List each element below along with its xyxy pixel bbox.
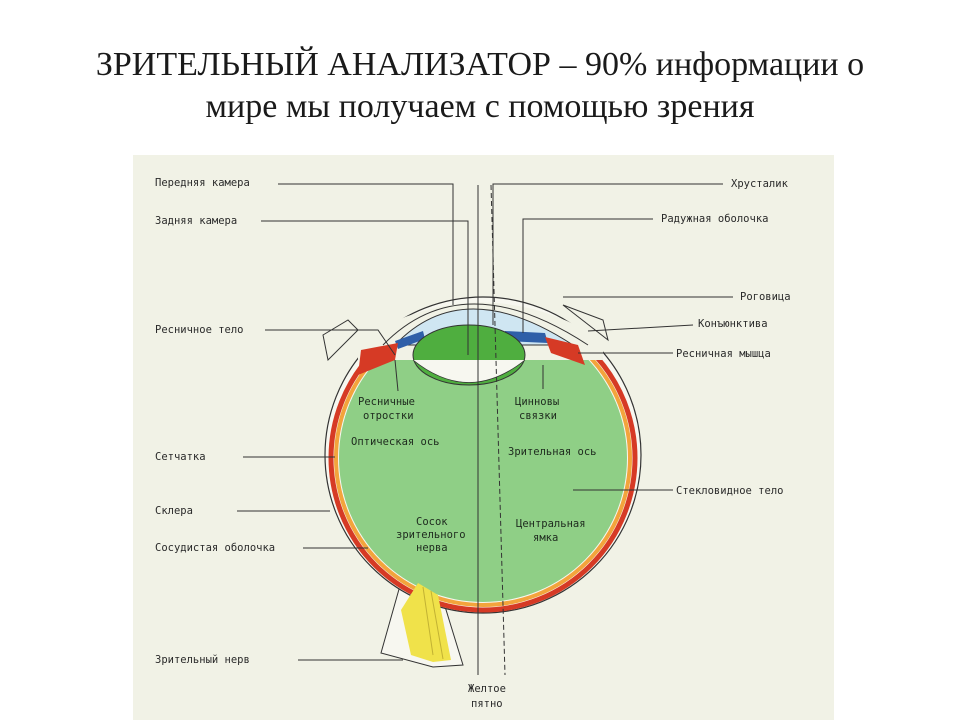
cornea-outer xyxy=(382,303,589,346)
label-zadnyaya-kamera: Задняя камера xyxy=(155,215,237,227)
ciliary-body-right xyxy=(545,337,585,365)
label-sosudistaya: Сосудистая оболочка xyxy=(155,542,275,554)
label-tsinnovy-1: Цинновы xyxy=(515,396,559,408)
leader-khrustalik xyxy=(492,183,723,325)
label-khrustalik: Хрусталик xyxy=(731,178,789,190)
slide-title: ЗРИТЕЛЬНЫЙ АНАЛИЗАТОР – 90% информации о… xyxy=(40,44,920,128)
label-zheltoe-2: пятно xyxy=(471,698,503,710)
optic-nerve xyxy=(401,583,451,662)
leader-perednyaya-kamera xyxy=(278,183,454,305)
leader-konyunktiva xyxy=(587,324,694,332)
label-yamka-2: ямка xyxy=(533,532,558,544)
label-zritelnaya-os: Зрительная ось xyxy=(508,446,597,458)
label-resnichnye-2: отростки xyxy=(363,410,414,422)
posterior-chamber xyxy=(412,359,526,383)
eye-diagram: Передняя камера Задняя камера Ресничное … xyxy=(133,155,834,720)
leader-resnichnye xyxy=(394,359,399,392)
ciliary-body-left xyxy=(358,343,398,375)
label-resnichnaya-myshtsa: Ресничная мышца xyxy=(676,348,771,360)
label-raduzhnaya: Радужная оболочка xyxy=(661,213,768,225)
label-zheltoe-1: Желтое xyxy=(468,683,506,695)
label-sklera: Склера xyxy=(155,505,193,517)
label-steklovidnoe: Стекловидное тело xyxy=(676,485,783,497)
label-setchatka: Сетчатка xyxy=(155,451,206,463)
label-resnichnoe-telo: Ресничное тело xyxy=(155,324,244,336)
label-perednyaya-kamera: Передняя камера xyxy=(155,177,250,189)
label-sosok-2: зрительного xyxy=(396,529,466,541)
eyelid-upper-left xyxy=(322,319,359,362)
label-opticheskaya-os: Оптическая ось xyxy=(351,436,440,448)
title-line-2: мире мы получаем с помощью зрения xyxy=(205,88,755,125)
label-sosok-1: Сосок xyxy=(416,516,448,528)
leader-zadnyaya-kamera xyxy=(261,220,469,355)
leader-resnichnoe-telo xyxy=(265,329,396,356)
label-zritelny-nerv: Зрительный нерв xyxy=(155,654,250,666)
vitreous-body xyxy=(339,314,627,602)
leader-raduzhnaya xyxy=(522,218,653,333)
label-rogovitsa: Роговица xyxy=(740,291,791,303)
label-resnichnye-1: Ресничные xyxy=(358,396,415,408)
label-tsinnovy-2: связки xyxy=(519,410,557,422)
eye-diagram-svg: Передняя камера Задняя камера Ресничное … xyxy=(155,177,791,710)
label-yamka-1: Центральная xyxy=(516,518,586,530)
label-konyunktiva: Конъюнктива xyxy=(698,318,768,330)
label-sosok-3: нерва xyxy=(416,542,448,554)
optic-nerve-fibers xyxy=(422,586,444,660)
title-line-1: ЗРИТЕЛЬНЫЙ АНАЛИЗАТОР – 90% информации о xyxy=(95,46,865,83)
iris-left xyxy=(395,331,425,349)
